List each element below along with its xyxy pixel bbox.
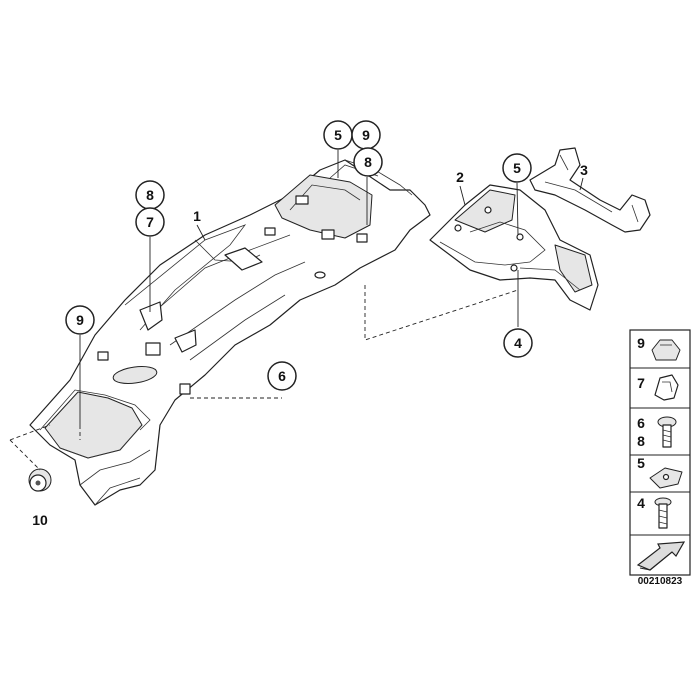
callout-6: 6 bbox=[267, 361, 297, 391]
legend-item-4: 4 bbox=[637, 495, 645, 511]
clamp-icon bbox=[654, 374, 679, 401]
callout-8-top: 8 bbox=[353, 147, 383, 177]
callout-6-label: 6 bbox=[278, 368, 286, 384]
callout-8-left: 8 bbox=[135, 180, 165, 210]
mounting-bracket bbox=[429, 184, 599, 311]
callout-4-label: 4 bbox=[514, 335, 522, 351]
callout-8-label: 8 bbox=[146, 187, 154, 203]
callout-5-label: 5 bbox=[513, 160, 521, 176]
rubber-grommet bbox=[28, 468, 52, 492]
callout-7-label: 7 bbox=[146, 214, 154, 230]
legend-panel: 9 7 6 8 5 4 bbox=[629, 329, 691, 576]
label-3: 3 bbox=[580, 162, 588, 178]
legend-item-8: 8 bbox=[637, 433, 645, 449]
drawing-reference-number: 00210823 bbox=[638, 576, 683, 587]
callout-9-left: 9 bbox=[65, 305, 95, 335]
screw-icon bbox=[657, 416, 677, 448]
bolt-icon bbox=[654, 497, 672, 529]
callout-9-top: 9 bbox=[351, 120, 381, 150]
callout-9-label: 9 bbox=[76, 312, 84, 328]
rear-fender-undertray bbox=[29, 159, 431, 506]
legend-item-5: 5 bbox=[637, 455, 645, 471]
callout-5-right: 5 bbox=[502, 153, 532, 183]
legend-item-7: 7 bbox=[637, 375, 645, 391]
legend-item-6: 6 bbox=[637, 415, 645, 431]
legend-item-9: 9 bbox=[637, 335, 645, 351]
callout-7: 7 bbox=[135, 207, 165, 237]
label-1: 1 bbox=[193, 208, 201, 224]
holder-bracket bbox=[529, 147, 651, 233]
callout-5-label: 5 bbox=[334, 127, 342, 143]
callout-8-label: 8 bbox=[364, 154, 372, 170]
direction-arrow-icon bbox=[636, 541, 686, 571]
callout-5-top: 5 bbox=[323, 120, 353, 150]
label-10: 10 bbox=[32, 512, 48, 528]
callout-4: 4 bbox=[503, 328, 533, 358]
label-2: 2 bbox=[456, 169, 464, 185]
clip-icon bbox=[651, 339, 681, 361]
callout-9-label: 9 bbox=[362, 127, 370, 143]
